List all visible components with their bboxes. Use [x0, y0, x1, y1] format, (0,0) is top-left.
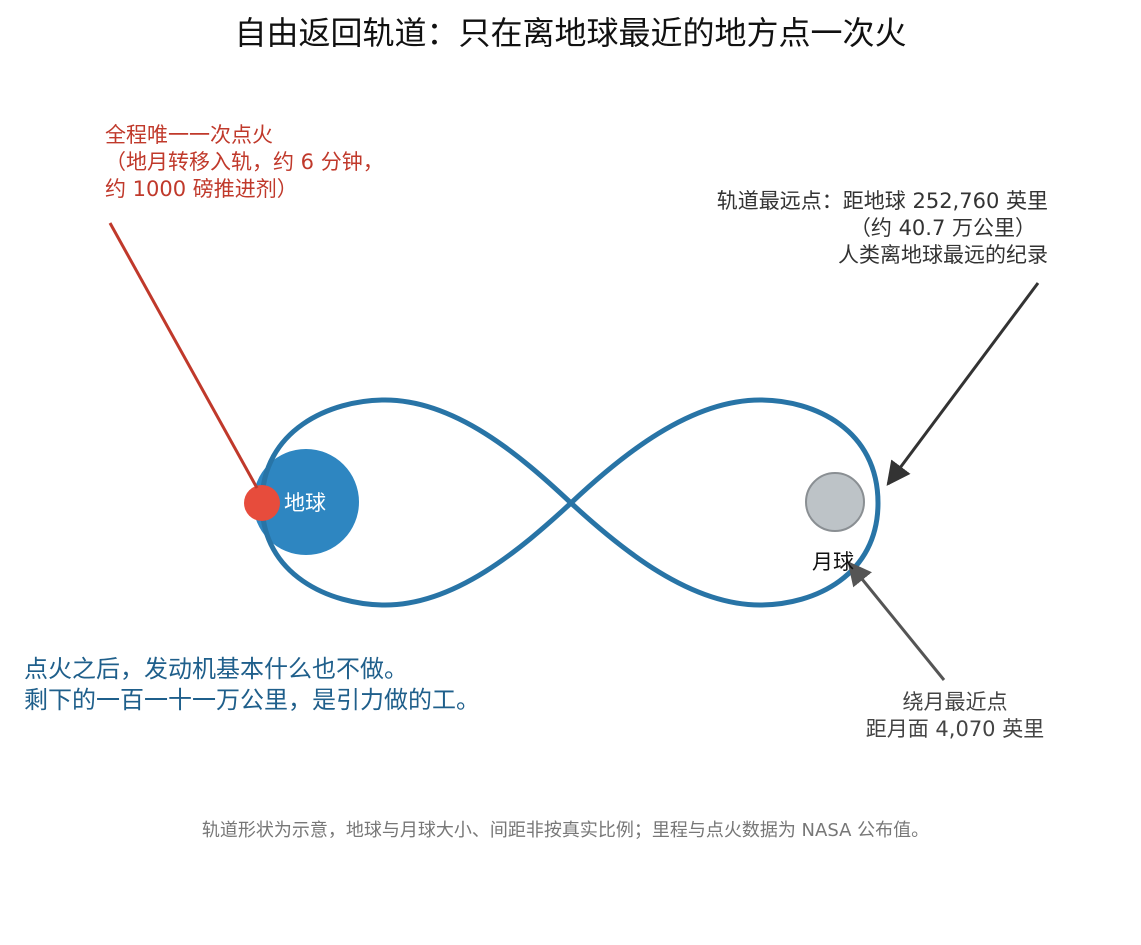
- ignition-leader-line: [108, 222, 259, 489]
- key-message-line: 剩下的一百一十一万公里，是引力做的工。: [24, 686, 480, 714]
- ignition-point: [244, 485, 280, 521]
- perilune-arrow: [847, 561, 946, 681]
- perilune-annotation: 绕月最近点 距月面 4,070 英里: [855, 689, 1055, 743]
- ignition-annotation: 全程唯一一次点火 （地月转移入轨，约 6 分钟， 约 1000 磅推进剂）: [105, 122, 384, 203]
- perilune-annotation-line: 距月面 4,070 英里: [865, 717, 1045, 741]
- apogee-annotation: 轨道最远点：距地球 252,760 英里 （约 40.7 万公里） 人类离地球最…: [717, 188, 1048, 269]
- key-message: 点火之后，发动机基本什么也不做。 剩下的一百一十一万公里，是引力做的工。: [24, 654, 480, 716]
- free-return-trajectory: [259, 397, 881, 608]
- key-message-line: 点火之后，发动机基本什么也不做。: [24, 655, 408, 683]
- page-title: 自由返回轨道：只在离地球最近的地方点一次火: [234, 14, 907, 52]
- earth: [253, 449, 359, 555]
- apogee-arrow: [886, 282, 1040, 486]
- footnote: 轨道形状为示意，地球与月球大小、间距非按真实比例；里程与点火数据为 NASA 公…: [201, 820, 930, 841]
- ignition-annotation-line: 约 1000 磅推进剂）: [105, 177, 298, 201]
- moon: [805, 472, 865, 532]
- apogee-annotation-line: 轨道最远点：距地球 252,760 英里: [716, 189, 1048, 213]
- moon-label: 月球: [812, 550, 854, 574]
- ignition-annotation-line: （地月转移入轨，约 6 分钟，: [105, 150, 384, 174]
- apogee-annotation-line: 人类离地球最远的纪录: [838, 243, 1048, 267]
- apogee-annotation-line: （约 40.7 万公里）: [849, 216, 1036, 240]
- earth-label: 地球: [284, 491, 326, 515]
- ignition-annotation-line: 全程唯一一次点火: [105, 123, 273, 147]
- perilune-annotation-line: 绕月最近点: [902, 690, 1008, 714]
